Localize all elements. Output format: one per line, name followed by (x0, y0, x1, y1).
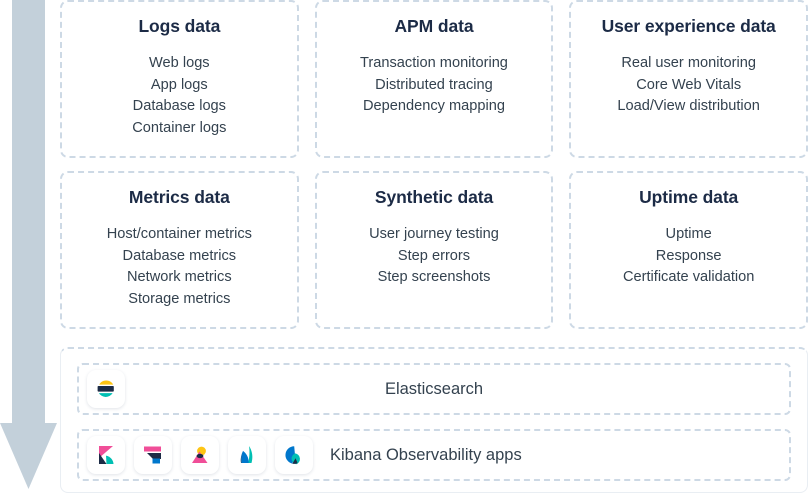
kibana-logo-icon (87, 436, 125, 474)
card-item: Step errors (397, 247, 471, 264)
card-title: Synthetic data (374, 187, 494, 207)
card-item-list: Host/container metrics Database metrics … (72, 224, 287, 310)
data-card-apm: APM data Transaction monitoring Distribu… (314, 0, 554, 158)
card-item: User journey testing (369, 226, 499, 242)
data-card-synthetic: Synthetic data User journey testing Step… (314, 171, 554, 329)
card-item: App logs (150, 76, 208, 93)
card-item-list: User journey testing Step errors Step sc… (327, 224, 542, 289)
data-card-metrics: Metrics data Host/container metrics Data… (60, 171, 299, 329)
card-item: Real user monitoring (621, 55, 756, 71)
card-title: Uptime data (639, 187, 739, 207)
data-card-user-experience: User experience data Real user monitorin… (569, 0, 808, 158)
card-item-list: Transaction monitoring Distributed traci… (327, 53, 542, 118)
card-item: Load/View distribution (617, 98, 760, 114)
card-item: Uptime (665, 226, 712, 242)
card-item-list: Uptime Response Certificate validation (581, 224, 796, 289)
card-title: User experience data (601, 16, 776, 36)
card-item: Certificate validation (622, 269, 755, 285)
stack-row-kibana: Kibana Observability apps (77, 429, 791, 481)
card-item: Host/container metrics (106, 226, 252, 242)
card-item: Dependency mapping (363, 98, 505, 114)
uptime-app-icon (275, 436, 313, 474)
card-item: Network metrics (127, 269, 232, 285)
card-item: Database logs (132, 98, 226, 114)
card-item: Container logs (132, 119, 227, 136)
stack-label-elasticsearch: Elasticsearch (384, 379, 484, 398)
logs-app-icon (134, 436, 172, 474)
data-sources-grid: Logs data Web logs App logs Database log… (60, 0, 808, 329)
card-title: APM data (394, 16, 474, 36)
platform-stack-panel: Elasticsearch (60, 347, 808, 493)
data-card-uptime: Uptime data Uptime Response Certificate … (569, 171, 808, 329)
card-item: Storage metrics (128, 290, 231, 307)
card-item-list: Web logs App logs Database logs Containe… (72, 53, 287, 139)
card-item-list: Real user monitoring Core Web Vitals Loa… (581, 53, 796, 118)
card-title: Logs data (138, 16, 221, 36)
downward-flow-arrow (0, 0, 60, 493)
metrics-app-icon (181, 436, 219, 474)
stack-row-elasticsearch: Elasticsearch (77, 363, 791, 415)
card-item: Web logs (149, 55, 210, 71)
kibana-app-icon-group (87, 436, 322, 474)
card-item: Step screenshots (377, 269, 491, 285)
apm-app-icon (228, 436, 266, 474)
card-item: Core Web Vitals (636, 76, 742, 93)
card-item: Response (655, 247, 722, 264)
data-card-logs: Logs data Web logs App logs Database log… (60, 0, 299, 158)
card-item: Transaction monitoring (360, 55, 508, 71)
stack-label-kibana: Kibana Observability apps (330, 445, 522, 464)
card-item: Database metrics (122, 247, 237, 264)
elasticsearch-logo-icon (87, 370, 125, 408)
card-title: Metrics data (128, 187, 230, 207)
card-item: Distributed tracing (375, 76, 493, 93)
